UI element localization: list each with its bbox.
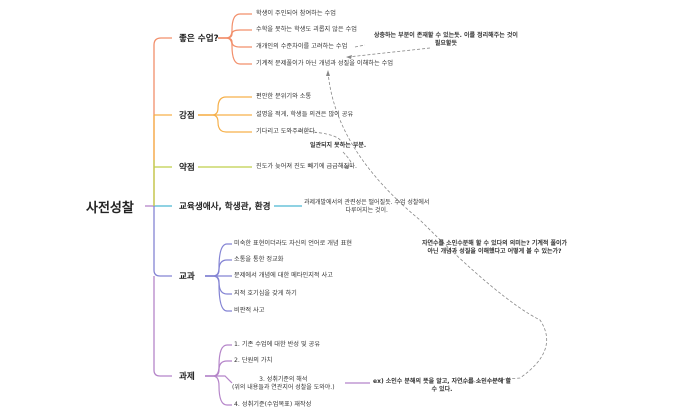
leaf-subject-3[interactable]: 문제에서 개념에 대한 메타인지적 사고 xyxy=(234,272,333,279)
branch-subject[interactable]: 교과 xyxy=(179,272,195,282)
leaf-subject-2[interactable]: 소통을 통한 정교화 xyxy=(234,256,284,263)
leaf-education-1[interactable]: 과제개발에서의 관련성은 떨어질듯. 수업 성찰에서 다루어지는 것이. xyxy=(304,199,430,215)
note-natural-number[interactable]: 자연수를 소인수분해 할 수 있다의 의미는? 기계적 풀이가 아닌 개념과 성… xyxy=(422,240,568,256)
leaf-subject-4[interactable]: 지적 호기심을 갖게 하기 xyxy=(234,290,297,297)
leaf-good-class-1[interactable]: 학생이 주인되어 참여하는 수업 xyxy=(256,10,336,17)
leaf-subject-1[interactable]: 미숙한 표현이더라도 자신의 언어로 개념 표현 xyxy=(234,240,352,247)
leaf-subject-5[interactable]: 비판적 사고 xyxy=(234,307,265,314)
branch-education[interactable]: 교육생애사, 학생관, 환경 xyxy=(179,202,271,212)
leaf-weakness-1[interactable]: 진도가 늦어져 진도 빼기에 급급해진다. xyxy=(256,163,357,170)
leaf-good-class-2[interactable]: 수학을 못하는 학생도 괴롭지 않은 수업 xyxy=(256,26,357,33)
branch-assignment[interactable]: 과제 xyxy=(179,372,195,382)
note-overlap[interactable]: 상충하는 부분이 존재할 수 있는듯. 이를 정리해주는 것이 필요할듯 xyxy=(374,32,518,48)
leaf-good-class-4[interactable]: 기계적 문제풀이가 아닌 개념과 성질을 이해하는 수업 xyxy=(256,60,394,67)
note-example[interactable]: ex) 소인수 분해의 뜻을 알고, 자연수를 소인수분해 할 수 있다. xyxy=(373,378,511,394)
leaf-assignment-3[interactable]: 3. 성취기준의 해석 (위의 내용들과 연관지어 성찰을 도와야.) xyxy=(232,376,335,392)
leaf-strength-1[interactable]: 편안한 분위기와 소통 xyxy=(256,93,312,100)
branch-weakness[interactable]: 약점 xyxy=(179,163,195,173)
leaf-strength-3[interactable]: 기다리고 도와주려한다. xyxy=(256,128,317,135)
leaf-strength-2[interactable]: 설명을 적게, 학생들 의견은 많이 공유 xyxy=(256,111,354,118)
leaf-assignment-1[interactable]: 1. 기존 수업에 대한 반성 및 공유 xyxy=(234,341,321,348)
leaf-assignment-4[interactable]: 4. 성취기준(수업목표) 재작성 xyxy=(234,401,312,408)
leaf-good-class-3[interactable]: 개개인의 수준차이를 고려하는 수업 xyxy=(256,43,348,50)
root-node: 사전성찰 xyxy=(86,201,134,216)
note-inconsistent[interactable]: 일관되지 못하는 부분. xyxy=(310,142,367,149)
leaf-assignment-2[interactable]: 2. 단원의 가치 xyxy=(234,357,273,364)
branch-good-class[interactable]: 좋은 수업? xyxy=(179,34,219,44)
branch-strength[interactable]: 강점 xyxy=(179,111,195,121)
